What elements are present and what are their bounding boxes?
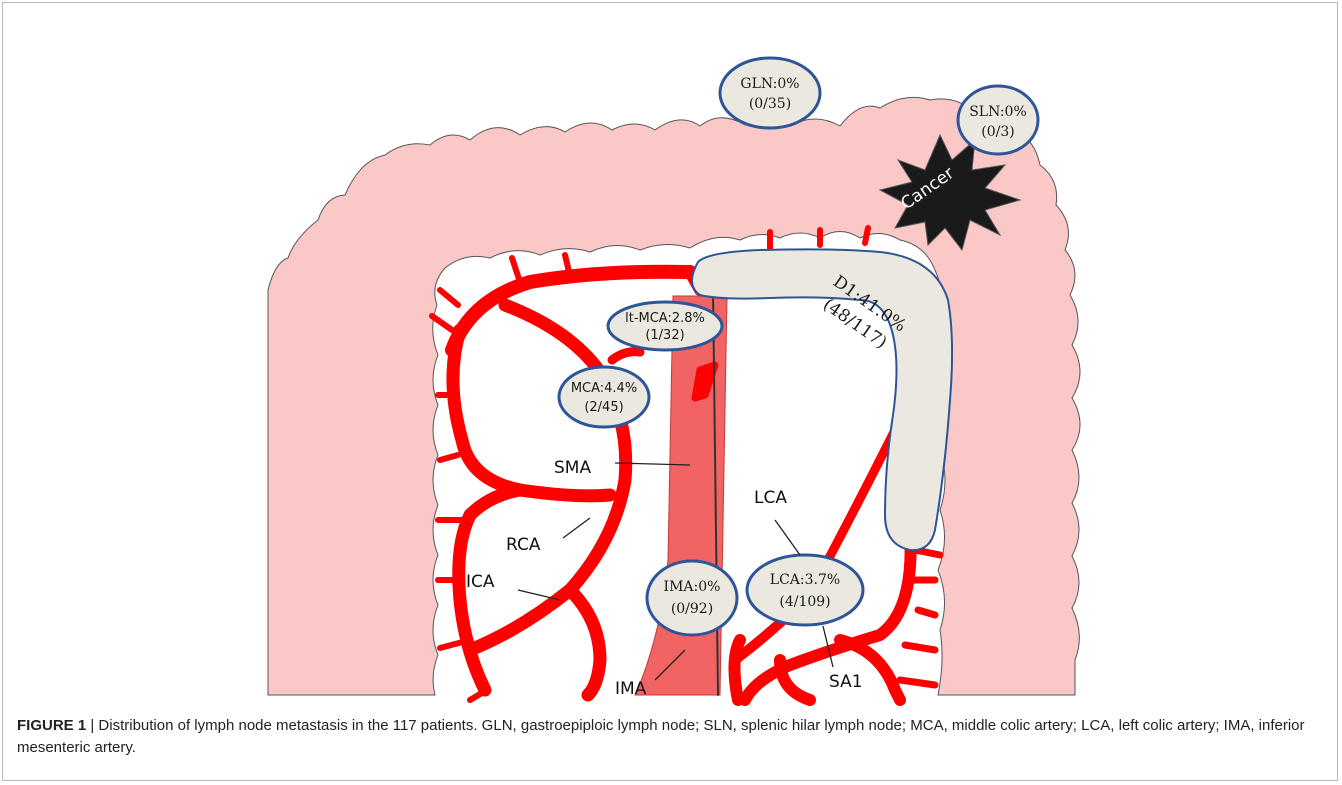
gln-label-line2: (0/35) — [749, 96, 791, 112]
ima-label-line1: IMA:0% — [664, 579, 721, 595]
node-gln: GLN:0% (0/35) — [720, 58, 820, 128]
node-lca: LCA:3.7% (4/109) — [747, 555, 863, 625]
sln-label-line1: SLN:0% — [969, 104, 1027, 120]
ima-label-line2: (0/92) — [671, 601, 713, 617]
node-lt-mca: lt-MCA:2.8% (1/32) — [608, 302, 722, 350]
rca-label: RCA — [506, 535, 541, 555]
sma-label: SMA — [554, 458, 591, 478]
lca-artery-label: LCA — [754, 488, 787, 508]
figure-caption: FIGURE 1 | Distribution of lymph node me… — [17, 715, 1322, 759]
mca-label-line2: (2/45) — [584, 400, 623, 415]
sln-label-line2: (0/3) — [981, 124, 1014, 140]
ica-label: ICA — [466, 572, 495, 592]
lca-node-label-line1: LCA:3.7% — [770, 572, 840, 588]
colon-diagram: D1:41.0% (48/117) Cancer GLN:0% (0/35) S… — [0, 0, 1342, 712]
lt-mca-label-line2: (1/32) — [645, 328, 684, 343]
figure-number: FIGURE 1 — [17, 717, 86, 734]
gln-label-line1: GLN:0% — [740, 76, 799, 92]
lca-node-label-line2: (4/109) — [779, 594, 830, 610]
node-sln: SLN:0% (0/3) — [958, 86, 1038, 154]
d1-node-shape — [692, 249, 952, 550]
node-mca: MCA:4.4% (2/45) — [559, 367, 649, 427]
node-ima: IMA:0% (0/92) — [647, 561, 737, 635]
sa1-label: SA1 — [829, 672, 863, 692]
caption-text: Distribution of lymph node metastasis in… — [17, 717, 1305, 756]
ima-artery-label: IMA — [615, 679, 647, 699]
caption-separator: | — [86, 717, 98, 734]
lt-mca-label-line1: lt-MCA:2.8% — [625, 311, 705, 326]
mca-label-line1: MCA:4.4% — [571, 381, 637, 396]
